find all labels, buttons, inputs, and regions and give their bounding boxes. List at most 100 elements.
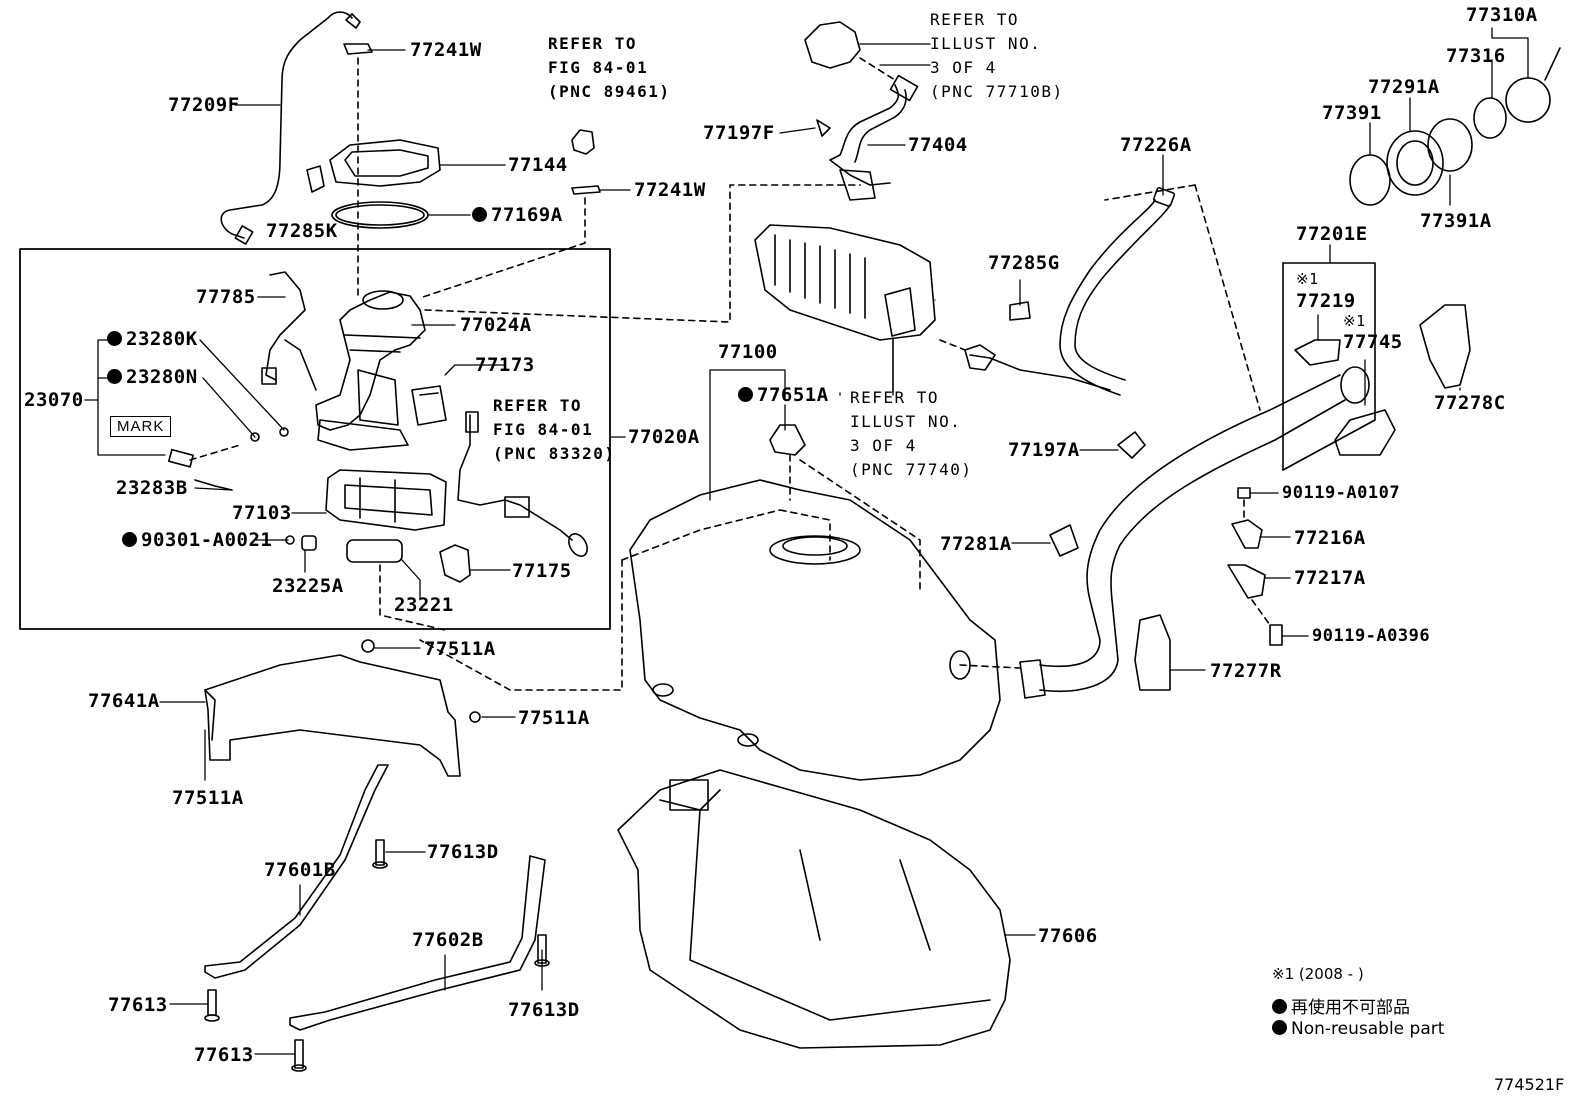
- label-77606: 77606: [1038, 925, 1098, 947]
- part-77641A-shield: [204, 654, 461, 777]
- part-77745: [1334, 409, 1396, 456]
- label-77216A: 77216A: [1294, 527, 1366, 549]
- part-77219: [1294, 339, 1341, 366]
- label-77103: 77103: [232, 502, 292, 524]
- label-23070: 23070: [24, 389, 84, 411]
- label-90301-A0021: 90301-A0021: [122, 531, 272, 550]
- label-77285K: 77285K: [266, 220, 338, 242]
- part-77103: [325, 469, 447, 531]
- label-77241W-top: 77241W: [410, 39, 482, 61]
- label-23225A: 23225A: [272, 575, 344, 597]
- part-77785-harness: [265, 271, 317, 391]
- label-77285G: 77285G: [988, 252, 1060, 274]
- label-77020A: 77020A: [628, 426, 700, 448]
- label-77169A: 77169A: [472, 206, 563, 225]
- part-valve-77710B: [804, 21, 861, 69]
- label-77209F: 77209F: [168, 94, 240, 116]
- label-77241W-mid: 77241W: [634, 179, 706, 201]
- label-77613D-2: 77613D: [508, 999, 580, 1021]
- label-77197A: 77197A: [1008, 439, 1080, 461]
- part-77209F-wire: [220, 11, 353, 239]
- refer-illust-77740: REFER TO ILLUST NO. 3 OF 4 (PNC 77740): [850, 388, 973, 479]
- part-77100-tank: [629, 479, 1001, 781]
- label-77144: 77144: [508, 154, 568, 176]
- refer-illust-77710B: REFER TO ILLUST NO. 3 OF 4 (PNC 77710B): [930, 10, 1064, 101]
- label-77217A: 77217A: [1294, 567, 1366, 589]
- label-23280N: 23280N: [107, 368, 198, 387]
- refer-fig-89461: REFER TO FIG 84-01 (PNC 89461): [548, 34, 671, 101]
- part-filler-pipe: [1039, 374, 1346, 693]
- part-77606-protector: [617, 769, 1011, 1049]
- part-77024A-pump: [315, 291, 426, 431]
- label-77641A: 77641A: [88, 690, 160, 712]
- part-77175: [439, 544, 471, 583]
- label-77391: 77391: [1322, 102, 1382, 124]
- part-77391: [1349, 154, 1391, 206]
- label-23283B: 23283B: [116, 477, 188, 499]
- label-77391A: 77391A: [1420, 210, 1492, 232]
- label-23280K: 23280K: [107, 330, 198, 349]
- part-77285G: [1009, 301, 1031, 321]
- part-77291A: [1386, 130, 1444, 196]
- legend-note: ※1 (2008 - ): [1272, 965, 1364, 983]
- mark-box: MARK: [110, 416, 172, 437]
- part-77602B-strap: [289, 855, 546, 1031]
- part-77226A-hose: [1059, 199, 1171, 396]
- label-77226A: 77226A: [1120, 134, 1192, 156]
- part-77277R: [1134, 614, 1171, 691]
- note-mark-77745: ※1: [1343, 312, 1366, 330]
- label-77277R: 77277R: [1210, 660, 1282, 682]
- part-77316: [1473, 97, 1507, 139]
- part-77173: [411, 385, 447, 426]
- label-77745: 77745: [1343, 331, 1403, 353]
- label-77651A: 77651A: [738, 386, 829, 405]
- label-90119-A0107: 90119-A0107: [1282, 483, 1401, 503]
- note-mark-77219: ※1: [1296, 270, 1319, 288]
- label-77613-1: 77613: [108, 994, 168, 1016]
- label-77511A-3: 77511A: [172, 787, 244, 809]
- label-77602B: 77602B: [412, 929, 484, 951]
- refer-fig-83320: REFER TO FIG 84-01 (PNC 83320): [493, 396, 616, 463]
- label-90119-A0396: 90119-A0396: [1312, 626, 1431, 646]
- label-77613-2: 77613: [194, 1044, 254, 1066]
- part-77285K: [306, 165, 325, 193]
- label-77511A-1: 77511A: [424, 638, 496, 660]
- part-77241W-clip: [343, 43, 373, 55]
- label-23221: 23221: [394, 594, 454, 616]
- part-77169A-gasket: [331, 201, 429, 229]
- bolts: [204, 839, 550, 1072]
- part-77241W-clip-mid: [571, 185, 601, 195]
- label-77201E: 77201E: [1296, 223, 1368, 245]
- part-canister: [754, 224, 936, 341]
- label-77173: 77173: [475, 354, 535, 376]
- legend-non-reusable-jp: 再使用不可部品: [1272, 993, 1410, 1018]
- label-77601B: 77601B: [264, 859, 336, 881]
- label-77291A: 77291A: [1368, 76, 1440, 98]
- part-77601B-strap: [204, 764, 389, 979]
- label-77316: 77316: [1446, 45, 1506, 67]
- figure-id: 774521F: [1494, 1075, 1565, 1094]
- part-77310A-cap: [1505, 77, 1551, 123]
- leader-lines: [84, 27, 1529, 1055]
- label-77024A: 77024A: [460, 314, 532, 336]
- label-77197F: 77197F: [703, 122, 775, 144]
- label-77100: 77100: [718, 341, 778, 363]
- label-77511A-2: 77511A: [518, 707, 590, 729]
- label-77785: 77785: [196, 286, 256, 308]
- part-77651A: [769, 424, 806, 456]
- right-fasteners: [1227, 487, 1283, 646]
- label-77613D-1: 77613D: [427, 841, 499, 863]
- part-77391A: [1427, 118, 1473, 172]
- pump-assembly-frame: [19, 248, 611, 630]
- label-77281A: 77281A: [940, 533, 1012, 555]
- label-77219: 77219: [1296, 290, 1356, 312]
- label-77404: 77404: [908, 134, 968, 156]
- part-23221-pump-motor: [346, 539, 403, 563]
- label-77278C: 77278C: [1434, 392, 1506, 414]
- part-77278C: [1419, 304, 1471, 389]
- part-77144-ring: [329, 139, 441, 187]
- label-77310A: 77310A: [1466, 4, 1538, 26]
- label-77175: 77175: [512, 560, 572, 582]
- legend-non-reusable-en: Non-reusable part: [1272, 1019, 1444, 1039]
